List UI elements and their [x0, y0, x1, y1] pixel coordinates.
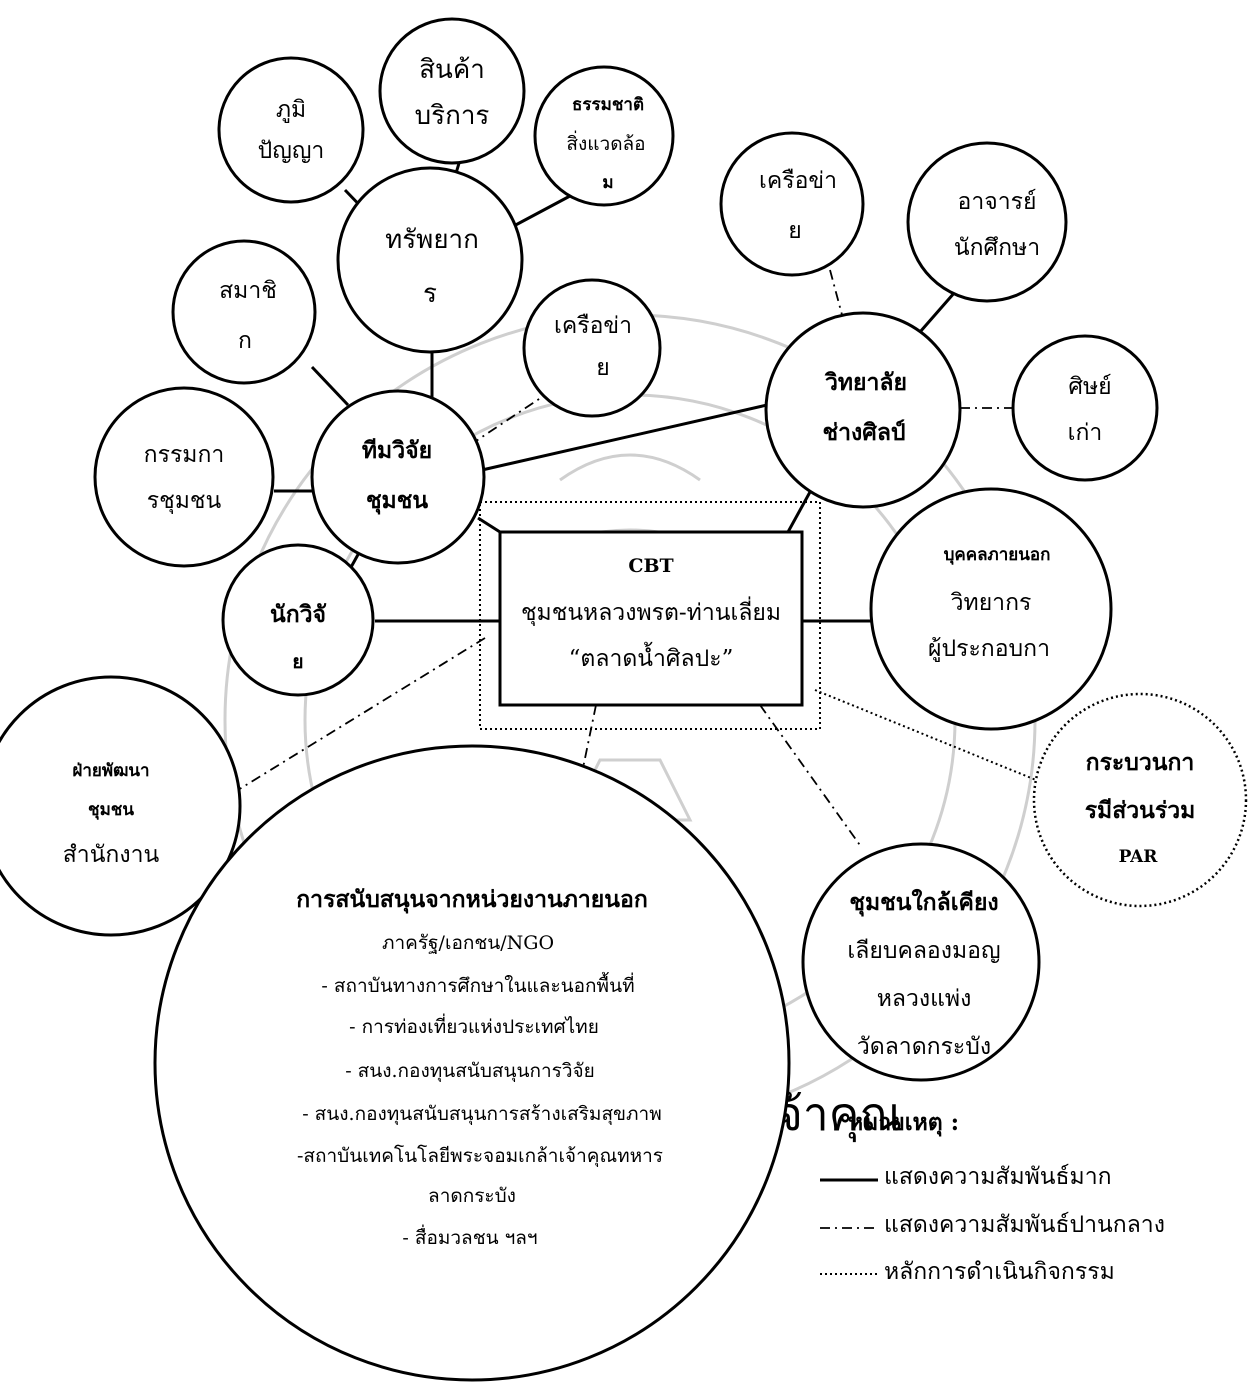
node-network-mid: เครือข่า ย — [522, 278, 662, 418]
svg-text:“ตลาดน้ำศิลปะ”: “ตลาดน้ำศิลปะ” — [569, 642, 734, 672]
line-research-center — [477, 516, 501, 534]
line-college-center — [786, 491, 812, 533]
line-research-members — [310, 365, 350, 407]
svg-text:ทีมวิจัย: ทีมวิจัย — [362, 437, 432, 464]
svg-text:ย: ย — [788, 218, 801, 244]
legend-solid-label: แสดงความสัมพันธ์มาก — [884, 1163, 1112, 1190]
svg-text:CBT: CBT — [628, 555, 673, 577]
svg-text:ชุมชน: ชุมชน — [88, 800, 134, 820]
node-research-team: ทีมวิจัย ชุมชน — [310, 389, 486, 565]
svg-text:ชุมชน: ชุมชน — [366, 487, 428, 515]
svg-text:ปัญญา: ปัญญา — [258, 138, 325, 164]
legend-dashdot-label: แสดงความสัมพันธ์ปานกลาง — [884, 1211, 1165, 1238]
svg-text:- การท่องเที่ยวแห่งประเทศไทย: - การท่องเที่ยวแห่งประเทศไทย — [349, 1013, 599, 1038]
node-college: วิทยาลัย ช่างศิลป์ — [764, 311, 962, 509]
svg-text:สมาชิ: สมาชิ — [219, 278, 277, 304]
svg-text:- สื่อมวลชน ฯลฯ: - สื่อมวลชน ฯลฯ — [402, 1224, 537, 1249]
svg-text:ศิษย์: ศิษย์ — [1068, 373, 1111, 400]
svg-text:- สนง.กองทุนสนับสนุนการสร้างเส: - สนง.กองทุนสนับสนุนการสร้างเสริมสุขภาพ — [302, 1103, 662, 1126]
node-wisdom: ภูมิ ปัญญา — [217, 56, 365, 204]
legend: หมายเหตุ : แสดงความสัมพันธ์มาก แสดงความส… — [820, 1109, 1165, 1285]
svg-text:ก: ก — [238, 328, 252, 354]
svg-text:นักวิจั: นักวิจั — [270, 601, 327, 628]
node-teachers: อาจารย์ นักศึกษา — [906, 141, 1068, 303]
svg-text:ย: ย — [596, 355, 609, 381]
svg-text:อาจารย์: อาจารย์ — [958, 188, 1037, 215]
svg-text:PAR: PAR — [1119, 847, 1159, 867]
line-center-development — [237, 637, 486, 791]
svg-text:ลาดกระบัง: ลาดกระบัง — [428, 1185, 516, 1207]
svg-text:บุคคลภายนอก: บุคคลภายนอก — [944, 545, 1051, 565]
node-researcher: นักวิจั ย — [221, 543, 375, 697]
svg-text:ชุมชนใกล้เคียง: ชุมชนใกล้เคียง — [849, 888, 998, 917]
svg-text:บริการ: บริการ — [415, 101, 490, 131]
svg-text:สำนักงาน: สำนักงาน — [63, 842, 160, 868]
svg-text:- สนง.กองทุนสนับสนุนการวิจัย: - สนง.กองทุนสนับสนุนการวิจัย — [345, 1060, 595, 1083]
node-external-support: การสนับสนุนจากหน่วยงานภายนอก ภาครัฐ/เอกช… — [153, 744, 791, 1382]
svg-text:ร: ร — [423, 279, 437, 309]
node-members: สมาชิ ก — [171, 239, 317, 385]
svg-text:กรรมกา: กรรมกา — [144, 442, 225, 468]
svg-text:การสนับสนุนจากหน่วยงานภายนอก: การสนับสนุนจากหน่วยงานภายนอก — [296, 886, 648, 914]
svg-text:ย: ย — [292, 651, 303, 673]
node-par: กระบวนกา รมีส่วนร่วม PAR — [1032, 692, 1248, 908]
svg-text:ธรรมชาติ: ธรรมชาติ — [572, 95, 644, 115]
line-research-college — [481, 403, 768, 472]
svg-text:หลวงแพ่ง: หลวงแพ่ง — [877, 986, 972, 1012]
svg-text:เครือข่า: เครือข่า — [554, 313, 632, 339]
svg-text:ชุมชนหลวงพรต-ท่านเลี่ยม: ชุมชนหลวงพรต-ท่านเลี่ยม — [521, 596, 781, 626]
svg-text:ฝ่ายพัฒนา: ฝ่ายพัฒนา — [72, 761, 149, 781]
svg-text:เครือข่า: เครือข่า — [759, 168, 837, 194]
svg-text:วิทยากร: วิทยากร — [951, 590, 1032, 616]
legend-title: หมายเหตุ : — [848, 1109, 959, 1137]
svg-text:ช่างศิลป์: ช่างศิลป์ — [822, 419, 905, 446]
svg-text:รมีส่วนร่วม: รมีส่วนร่วม — [1085, 797, 1196, 824]
svg-text:ภาครัฐ/เอกชน/NGO: ภาครัฐ/เอกชน/NGO — [382, 932, 554, 954]
legend-dotted-label: หลักการดำเนินกิจกรรม — [884, 1259, 1115, 1285]
svg-text:-สถาบันเทคโนโลยีพระจอมเกล้าเจ้: -สถาบันเทคโนโลยีพระจอมเกล้าเจ้าคุณทหาร — [297, 1144, 663, 1168]
svg-text:เก่า: เก่า — [1068, 420, 1103, 446]
svg-text:วัดลาดกระบัง: วัดลาดกระบัง — [857, 1034, 991, 1060]
svg-text:สิ่งแวดล้อ: สิ่งแวดล้อ — [566, 130, 645, 155]
line-center-neighbors — [759, 704, 863, 849]
node-nature: ธรรมชาติ สิ่งแวดล้อ ม — [533, 65, 675, 207]
svg-text:ม: ม — [602, 173, 613, 193]
line-center-support — [582, 704, 597, 769]
line-research-network — [469, 394, 546, 446]
center-cbt-box: CBT ชุมชนหลวงพรต-ท่านเลี่ยม “ตลาดน้ำศิลป… — [498, 530, 804, 707]
node-network-top: เครือข่า ย — [719, 131, 865, 277]
node-outsiders: บุคคลภายนอก วิทยากร ผู้ประกอบกา — [869, 487, 1113, 731]
svg-text:กระบวนกา: กระบวนกา — [1086, 749, 1195, 776]
svg-text:สินค้า: สินค้า — [419, 55, 485, 85]
svg-text:- สถาบันทางการศึกษาในและนอกพื้: - สถาบันทางการศึกษาในและนอกพื้นที่ — [321, 972, 634, 997]
line-resources-nature — [509, 194, 571, 230]
node-development: ฝ่ายพัฒนา ชุมชน สำนักงาน — [0, 675, 242, 937]
node-committee: กรรมกา รชุมชน — [93, 386, 275, 568]
svg-text:วิทยาลัย: วิทยาลัย — [824, 369, 907, 396]
line-college-teachers — [918, 291, 957, 333]
svg-text:ภูมิ: ภูมิ — [276, 97, 306, 123]
svg-text:รชุมชน: รชุมชน — [147, 488, 222, 514]
node-resources: ทรัพยาก ร — [336, 166, 524, 354]
svg-text:นักศึกษา: นักศึกษา — [954, 235, 1040, 261]
node-products: สินค้า บริการ — [378, 17, 526, 165]
node-neighbors: ชุมชนใกล้เคียง เลียบคลองมอญ หลวงแพ่ง วัด… — [801, 842, 1041, 1082]
svg-text:เลียบคลองมอญ: เลียบคลองมอญ — [847, 938, 1000, 964]
center-dotted-frame — [479, 501, 821, 730]
node-alumni: ศิษย์ เก่า — [1011, 334, 1159, 482]
svg-text:ทรัพยาก: ทรัพยาก — [385, 225, 479, 255]
svg-text:ผู้ประกอบกา: ผู้ประกอบกา — [928, 636, 1050, 662]
